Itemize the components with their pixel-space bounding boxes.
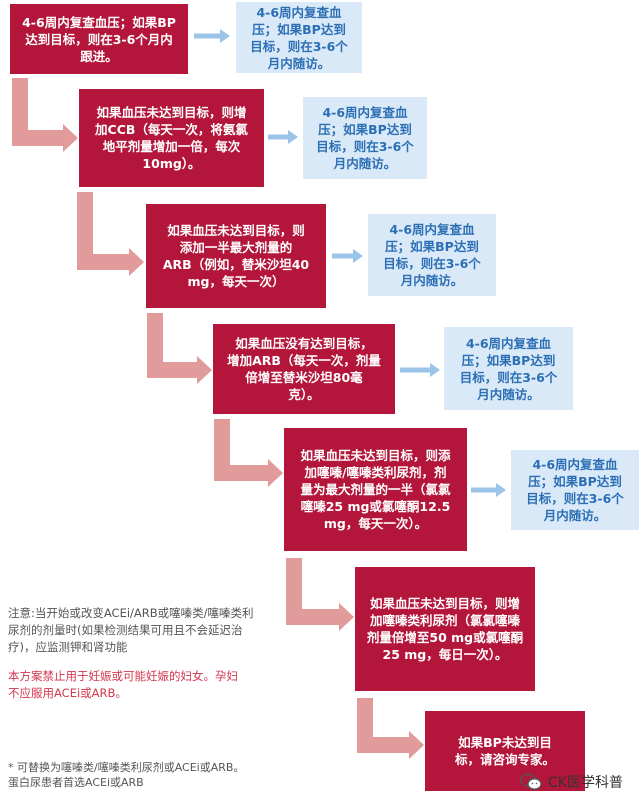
caution-note: 注意:当开始或改变ACEi/ARB或噻嗪类/噻嗪类利 尿剂的剂量时(如果检测结果… [8, 606, 254, 654]
followup-4-text: 4-6周内复查血 压；如果BP达到 目标，则在3-6个 月内随访。 [459, 335, 558, 402]
followup-2-text: 4-6周内复查血 压；如果BP达到 目标，则在3-6个 月内随访。 [316, 105, 414, 171]
footnote: * 可替换为噻嗪类/噻嗪类利尿剂或ACEi或ARB。 蛋白尿患者首选ACEi或A… [8, 761, 245, 789]
followup-1-text: 4-6周内复查血 压；如果BP达到 目标，则在3-6个 月内随访。 [250, 4, 348, 71]
watermark: CK医学科普 [520, 772, 623, 792]
side-arrow-1 [194, 29, 230, 43]
step-3-box: 如果血压未达到目标，则 添加一半最大剂量的 ARB（例如，替米沙坦40 mg，每… [146, 204, 326, 308]
down-arrow-5 [286, 558, 354, 631]
step-7-box: 如果BP未达到目 标，请咨询专家。 [425, 711, 585, 791]
down-arrow-6 [357, 698, 424, 759]
step-7-text: 如果BP未达到目 标，请咨询专家。 [454, 735, 555, 767]
pregnancy-warning: 本方案禁止用于妊娠或可能妊娠的妇女。孕妇 不应服用ACEi或ARB。 [8, 669, 238, 700]
step-2-text: 如果血压未达到目标，则增 加CCB（每天一次，将氨氯 地平剂量增加一倍，每次 1… [95, 105, 248, 171]
followup-1-box: 4-6周内复查血 压；如果BP达到 目标，则在3-6个 月内随访。 [236, 2, 362, 73]
down-arrow-4 [214, 419, 283, 487]
side-arrow-2 [268, 130, 298, 144]
step-4-box: 如果血压没有达到目标， 增加ARB（每天一次，剂量 倍增至替米沙坦80毫 克）。 [213, 324, 395, 414]
step-6-box: 如果血压未达到目标，则增 加噻嗪类利尿剂（氯氯噻嗪 剂量倍增至50 mg或氯噻酮… [355, 567, 535, 691]
down-arrow-2 [77, 192, 144, 276]
step-4-text: 如果血压没有达到目标， 增加ARB（每天一次，剂量 倍增至替米沙坦80毫 克）。 [227, 336, 381, 402]
followup-5-text: 4-6周内复查血 压；如果BP达到 目标，则在3-6个 月内随访。 [526, 457, 624, 523]
followup-5-box: 4-6周内复查血 压；如果BP达到 目标，则在3-6个 月内随访。 [511, 450, 639, 530]
side-arrow-3 [332, 249, 363, 263]
step-5-box: 如果血压未达到目标，则添 加噻嗪/噻嗪类利尿剂，剂 量为最大剂量的一半（氯氯 噻… [284, 428, 467, 551]
down-arrow-3 [147, 313, 212, 384]
step-1-box: 4-6周内复查血压；如果BP 达到目标，则在3-6个月内 跟进。 [10, 4, 188, 74]
step-5-text: 如果血压未达到目标，则添 加噻嗪/噻嗪类利尿剂，剂 量为最大剂量的一半（氯氯 噻… [300, 448, 451, 531]
step-6-text: 如果血压未达到目标，则增 加噻嗪类利尿剂（氯氯噻嗪 剂量倍增至50 mg或氯噻酮… [366, 596, 524, 662]
step-2-box: 如果血压未达到目标，则增 加CCB（每天一次，将氨氯 地平剂量增加一倍，每次 1… [79, 89, 264, 187]
side-arrow-4 [400, 363, 440, 377]
followup-4-box: 4-6周内复查血 压；如果BP达到 目标，则在3-6个 月内随访。 [444, 327, 573, 410]
wechat-icon [520, 773, 542, 790]
step-1-text: 4-6周内复查血压；如果BP 达到目标，则在3-6个月内 跟进。 [22, 14, 176, 64]
followup-3-box: 4-6周内复查血 压；如果BP达到 目标，则在3-6个 月内随访。 [368, 214, 496, 296]
step-3-text: 如果血压未达到目标，则 添加一半最大剂量的 ARB（例如，替米沙坦40 mg，每… [162, 223, 310, 289]
side-arrow-5 [471, 483, 506, 497]
followup-2-box: 4-6周内复查血 压；如果BP达到 目标，则在3-6个 月内随访。 [303, 97, 427, 179]
followup-3-text: 4-6周内复查血 压；如果BP达到 目标，则在3-6个 月内随访。 [383, 222, 481, 288]
watermark-text: CK医学科普 [548, 775, 623, 791]
down-arrow-1 [12, 78, 78, 152]
